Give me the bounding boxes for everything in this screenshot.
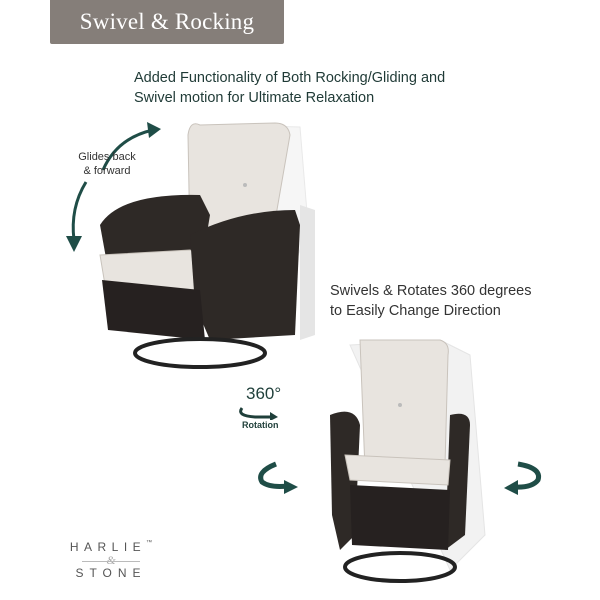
swivel-chair-image [330, 339, 486, 583]
brand-logo: HARLIE™ & STONE [66, 540, 156, 580]
headline: Added Functionality of Both Rocking/Glid… [134, 68, 554, 108]
headline-line-1: Added Functionality of Both Rocking/Glid… [134, 70, 446, 86]
brand-stone: STONE [75, 566, 147, 580]
brand-harlie: HARLIE [69, 540, 147, 554]
rotation-number: 360° [246, 384, 282, 403]
glides-label: Glides back & forward [62, 150, 152, 178]
rocking-chair-image [99, 122, 315, 369]
brand-ampersand: & [66, 554, 156, 566]
rotate-left-arrow-icon [258, 461, 298, 494]
swivel-description: Swivels & Rotates 360 degrees to Easily … [330, 281, 590, 321]
rotation-label: Rotation [242, 420, 279, 430]
rotation-arrow-icon [239, 407, 278, 420]
glides-line-2: & forward [83, 165, 131, 177]
glide-arrow-up-icon [101, 122, 161, 171]
swivel-line-2: to Easily Change Direction [330, 303, 501, 319]
rotation-badge: 360° Rotation [236, 384, 292, 434]
headline-line-2: Swivel motion for Ultimate Relaxation [134, 90, 375, 106]
glide-arrow-down-icon [66, 181, 88, 252]
title-text: Swivel & Rocking [79, 9, 255, 34]
swivel-line-1: Swivels & Rotates 360 degrees [330, 283, 532, 299]
title-banner: Swivel & Rocking [50, 0, 284, 44]
rotate-right-arrow-icon [504, 461, 542, 495]
glides-line-1: Glides back [78, 151, 136, 163]
brand-trademark: ™ [146, 540, 153, 546]
